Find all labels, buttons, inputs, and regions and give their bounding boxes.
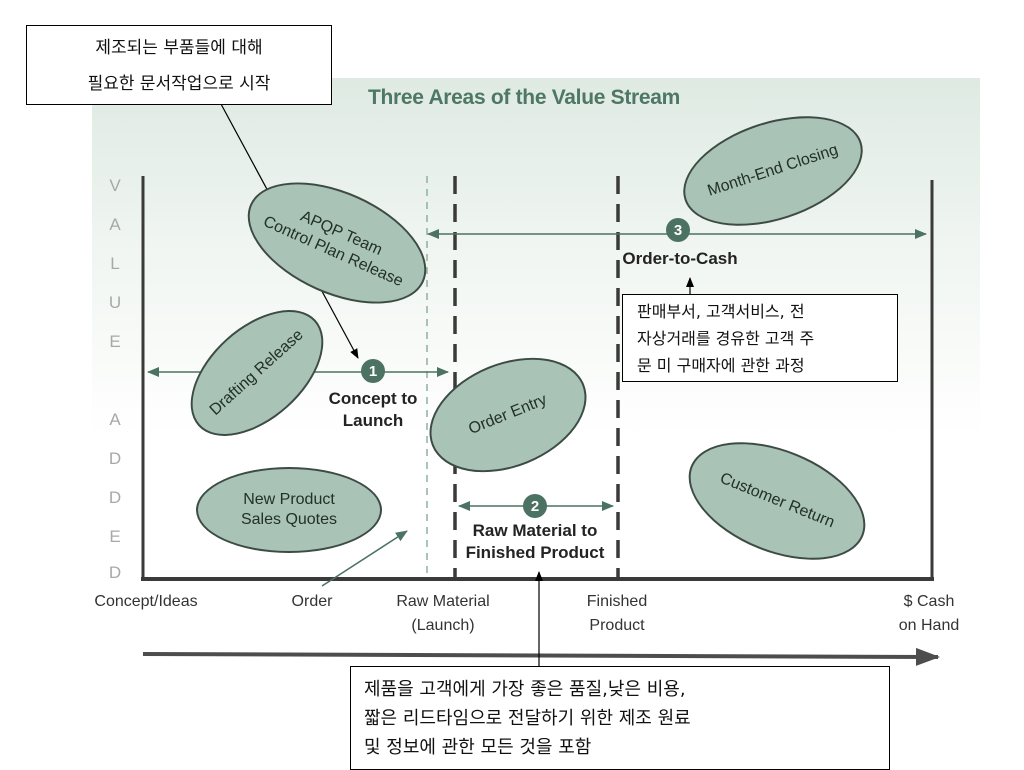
- value-added-letter: D: [108, 563, 122, 582]
- area1-label-line2: Launch: [342, 411, 404, 430]
- callout-top-left-line2: 필요한 문서작업으로 시작: [87, 74, 271, 94]
- month-end-closing-label: Month-End Closing: [705, 141, 841, 200]
- area3-label: Order-to-Cash: [622, 249, 738, 268]
- x-label-cash-line1: $ Cash: [903, 593, 955, 610]
- new-product-label-line2: Sales Quotes: [240, 511, 338, 528]
- value-added-letter: A: [109, 215, 121, 234]
- x-label-finished-line2: Product: [589, 617, 645, 634]
- callout-right-line1: 판매부서, 고객서비스, 전: [637, 302, 805, 321]
- order-entry-label: Order Entry: [466, 391, 550, 438]
- value-added-letter: V: [109, 176, 121, 195]
- value-added-letter: U: [108, 293, 122, 312]
- order-pointer-arrow: [321, 530, 408, 587]
- area2-label-line2: Finished Product: [465, 543, 605, 562]
- value-added-letter: D: [108, 488, 122, 507]
- area2-badge: 2: [523, 494, 547, 518]
- diagram-title: Three Areas of the Value Stream: [368, 86, 681, 109]
- new-product-label-line1: New Product: [243, 491, 335, 508]
- callout-bottom-line3: 및 정보에 관한 모든 것을 포함: [364, 737, 592, 758]
- callout-top-left-line1: 제조되는 부품들에 대해: [95, 38, 263, 58]
- area2-label: Raw Material to Finished Product: [456, 520, 614, 564]
- area1-badge: 1: [361, 359, 385, 383]
- area1-label: Concept to Launch: [314, 388, 432, 432]
- value-added-letter: E: [109, 527, 121, 546]
- area1-label-line1: Concept to: [328, 389, 418, 408]
- area2-label-line1: Raw Material to: [472, 521, 598, 540]
- area3-badge: 3: [666, 218, 690, 242]
- callout-right-line2: 자상거래를 경유한 고객 주: [637, 329, 815, 348]
- callout-right-line3: 문 미 구매자에 관한 과정: [637, 356, 805, 375]
- x-label-raw-material-line1: Raw Material: [396, 593, 490, 610]
- callout-bottom-line1: 제품을 고객에게 가장 좋은 품질,낮은 비용,: [364, 679, 686, 700]
- x-label-raw-material: Raw Material (Launch): [378, 590, 508, 638]
- value-added-letter: A: [109, 410, 121, 429]
- callout-bottom: 제품을 고객에게 가장 좋은 품질,낮은 비용, 짧은 리드타임으로 전달하기 위…: [350, 666, 890, 770]
- x-label-cash-line2: on Hand: [898, 617, 960, 634]
- x-label-order: Order: [291, 593, 333, 610]
- value-added-letter: E: [109, 332, 121, 351]
- value-added-letter: L: [110, 254, 120, 273]
- callout-bottom-line2: 짧은 리드타임으로 전달하기 위한 제조 원료: [364, 708, 691, 729]
- x-label-finished-line1: Finished: [586, 593, 648, 610]
- x-label-raw-material-line2: (Launch): [411, 617, 475, 634]
- x-label-cash-on-hand: $ Cash on Hand: [880, 590, 978, 638]
- x-label-concept-ideas: Concept/Ideas: [94, 593, 198, 610]
- timeline-arrow: [142, 647, 940, 666]
- value-added-letter: D: [108, 449, 122, 468]
- customer-return-label: Customer Return: [717, 469, 837, 532]
